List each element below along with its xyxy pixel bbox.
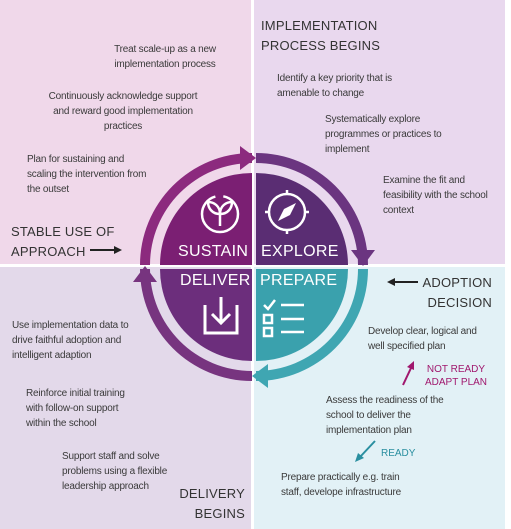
deliver-item-2: Reinforce initial training with follow-o… (26, 388, 125, 429)
ring-arrow-bottom (252, 364, 268, 388)
label-prepare: PREPARE (260, 272, 338, 289)
sustain-item-1: Treat scale-up as a new implementation p… (114, 44, 216, 70)
stage-adoption-decision: ADOPTION DECISION (422, 275, 492, 310)
arrow-stable-use (90, 246, 122, 254)
prepare-item-3: Prepare practically e.g. train staff, de… (281, 472, 401, 498)
label-explore: EXPLORE (261, 243, 339, 260)
prepare-item-2: Assess the readiness of the school to de… (326, 395, 444, 436)
ring-sustain (140, 153, 252, 265)
ring-arrow-right (351, 250, 375, 266)
download-icon (203, 297, 239, 335)
stage-implementation-begins: IMPLEMENTATION PROCESS BEGINS (261, 18, 381, 53)
stage-stable-use: STABLE USE OF APPROACH (11, 224, 115, 259)
deliver-item-1: Use implementation data to drive faithfu… (12, 320, 129, 361)
arrow-not-ready (402, 361, 414, 386)
disc-sustain (160, 173, 252, 265)
label-sustain: SUSTAIN (178, 243, 249, 260)
ready-label: READY (381, 448, 416, 459)
ring-arrow-left (133, 266, 157, 282)
ring-explore (256, 153, 368, 265)
arrow-ready (355, 440, 376, 462)
seedling-icon (200, 194, 240, 234)
deliver-item-3: Support staff and solve problems using a… (62, 451, 168, 492)
sustain-item-2: Continuously acknowledge support and rew… (48, 91, 198, 132)
arrow-adoption-decision (387, 278, 418, 286)
compass-icon (265, 190, 309, 234)
ring-deliver (140, 269, 252, 381)
not-ready-label: NOT READY ADAPT PLAN (424, 364, 488, 388)
stage-delivery-begins: DELIVERY BEGINS (179, 486, 245, 521)
explore-item-1: Identify a key priority that is amenable… (277, 73, 392, 99)
ring-arrow-top (240, 146, 256, 170)
checklist-icon (262, 299, 304, 338)
prepare-item-1: Develop clear, logical and well specifie… (368, 326, 477, 352)
explore-item-2: Systematically explore programmes or pra… (325, 114, 442, 155)
sustain-item-3: Plan for sustaining and scaling the inte… (27, 154, 147, 195)
explore-item-3: Examine the fit and feasibility with the… (383, 175, 488, 216)
label-deliver: DELIVER (180, 272, 251, 289)
disc-prepare (256, 269, 348, 361)
ring-prepare (256, 269, 368, 381)
